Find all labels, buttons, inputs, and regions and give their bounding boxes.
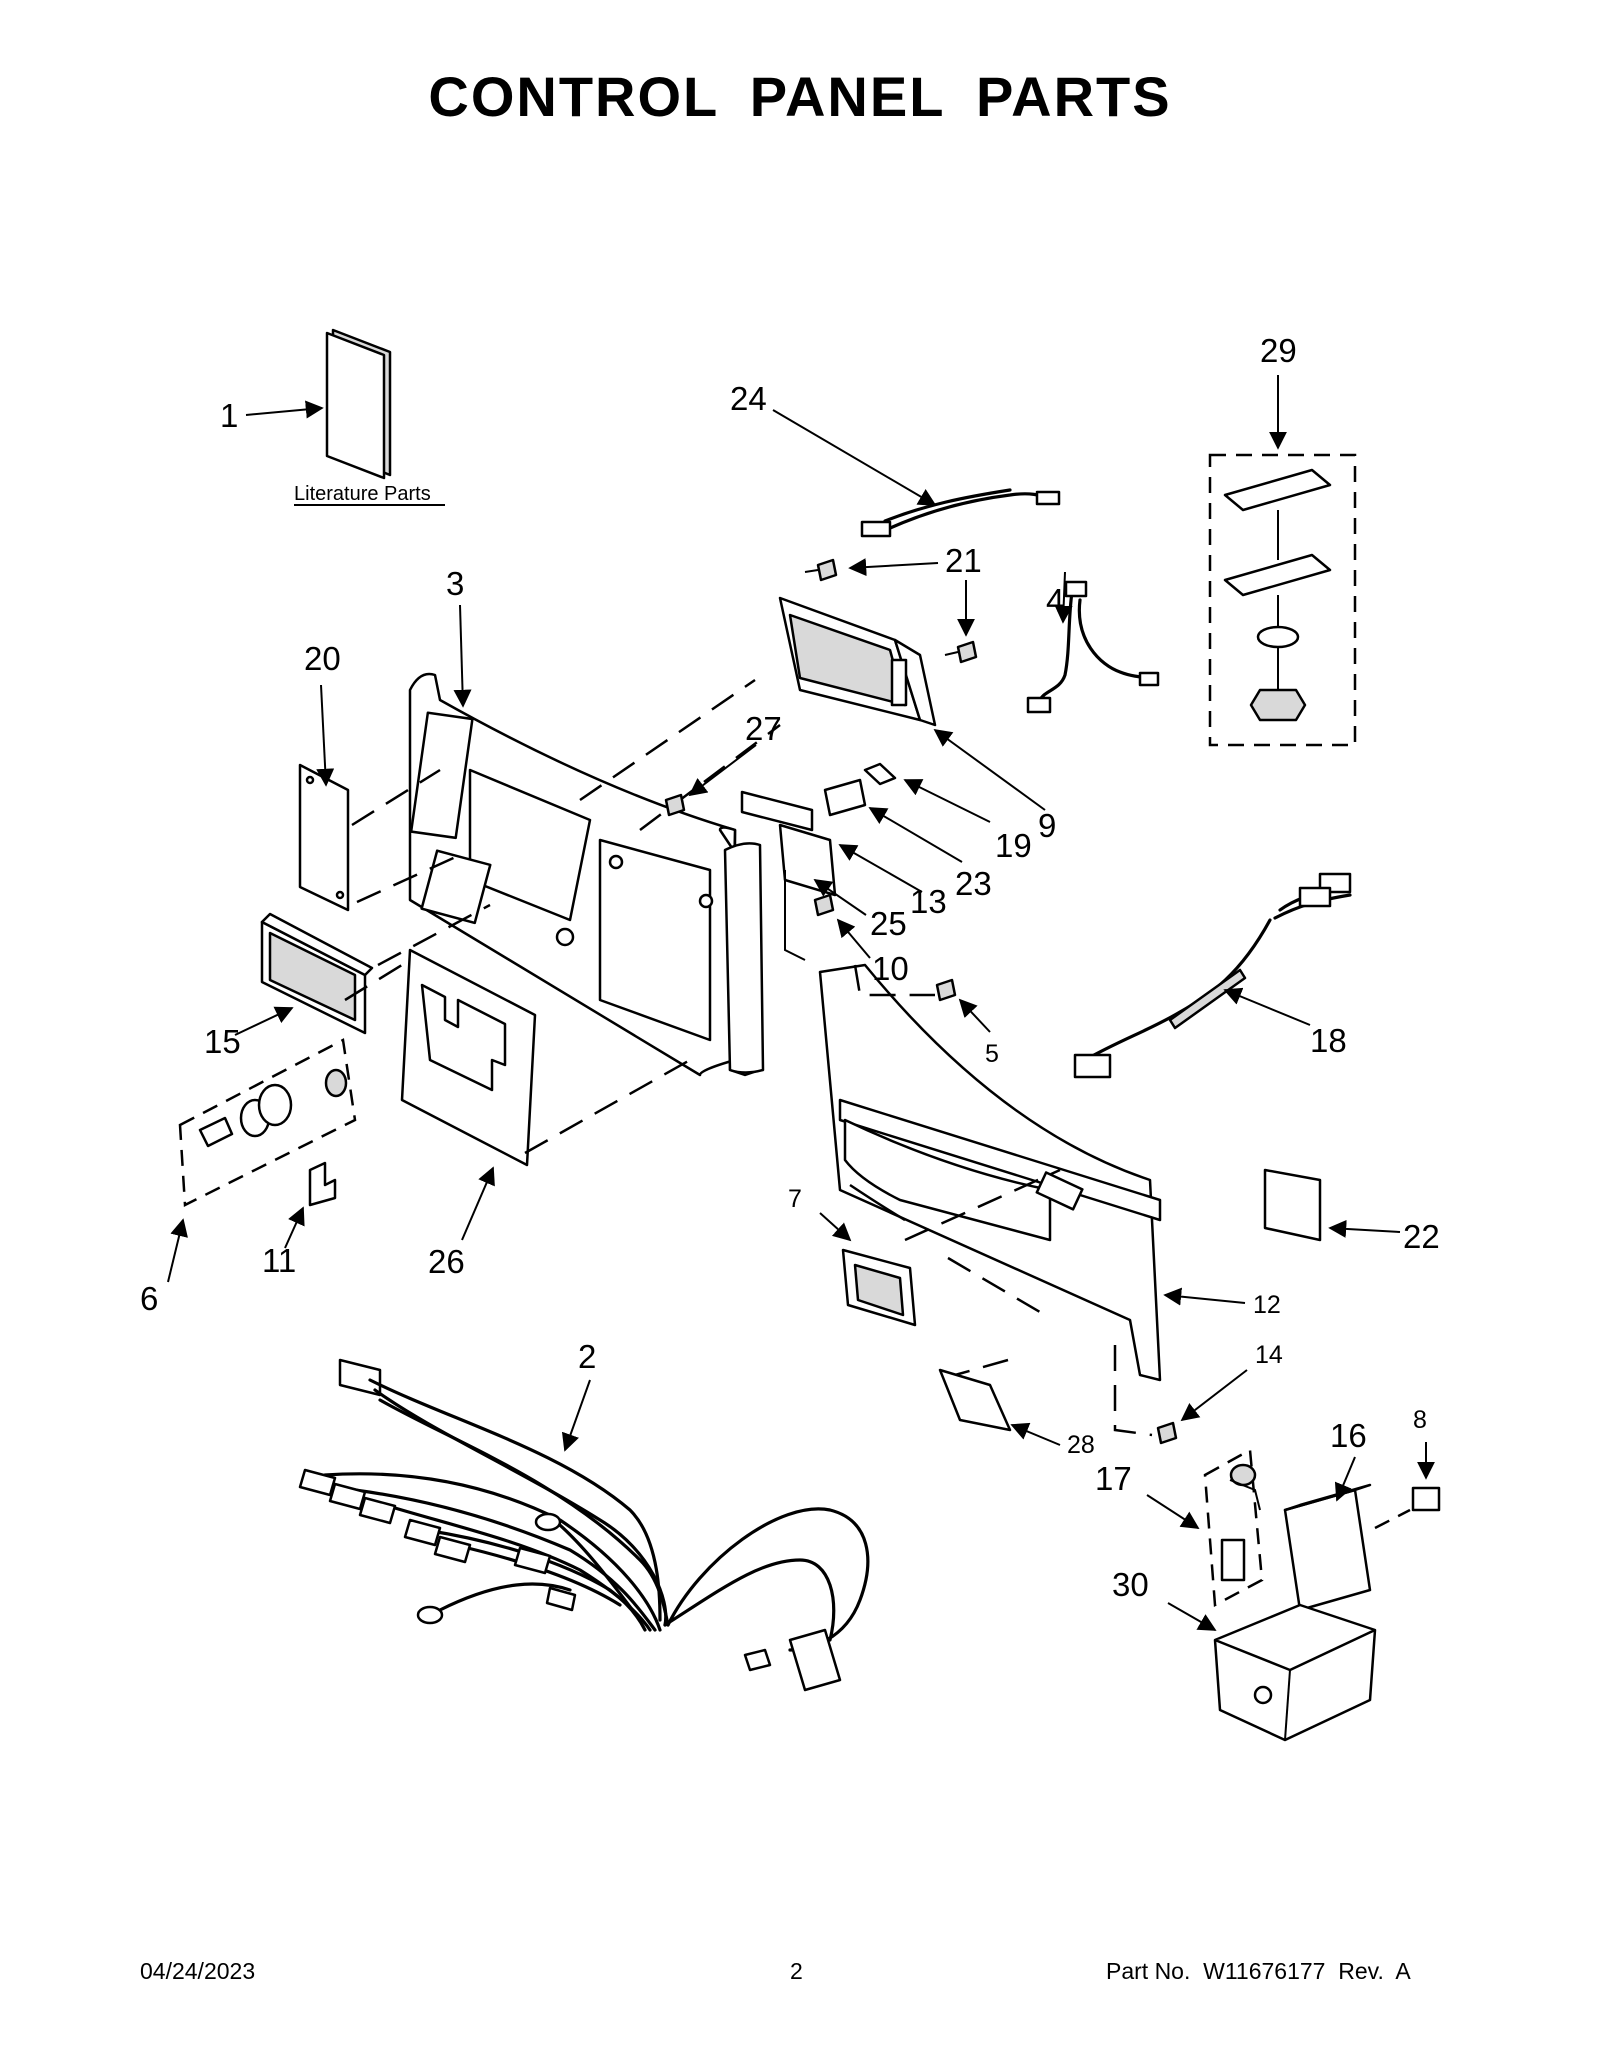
control-box-16[interactable] — [1283, 1456, 1411, 1612]
sensor-harness[interactable] — [1073, 872, 1352, 1079]
callout-18[interactable]: 18 — [1310, 1022, 1347, 1059]
knob-kit[interactable] — [1208, 375, 1357, 747]
callout-26[interactable]: 26 — [428, 1243, 465, 1280]
callout-29[interactable]: 29 — [1260, 332, 1297, 369]
callout-28[interactable]: 28 — [1067, 1431, 1095, 1459]
literature-booklet[interactable]: Literature Parts — [245, 328, 445, 506]
callout-6[interactable]: 6 — [140, 1280, 158, 1317]
callout-16[interactable]: 16 — [1330, 1417, 1367, 1454]
callout-5[interactable]: 5 — [985, 1040, 999, 1068]
callout-30[interactable]: 30 — [1112, 1566, 1149, 1603]
callout-17[interactable]: 17 — [1095, 1460, 1132, 1497]
callout-14[interactable]: 14 — [1255, 1341, 1283, 1369]
callout-21[interactable]: 21 — [945, 542, 982, 579]
callout-15[interactable]: 15 — [204, 1023, 241, 1060]
callout-24[interactable]: 24 — [730, 380, 767, 417]
footer-date: 04/24/2023 — [140, 1958, 256, 1984]
console-panel[interactable] — [408, 604, 765, 1077]
callout-1[interactable]: 1 — [220, 397, 238, 434]
board-screws[interactable] — [804, 558, 978, 664]
footer-page-number: 2 — [790, 1958, 803, 1984]
rear-control-bracket[interactable] — [818, 963, 1246, 1382]
user-interface-board[interactable] — [298, 684, 350, 912]
callout-7[interactable]: 7 — [788, 1185, 802, 1213]
callout-11[interactable]: 11 — [262, 1242, 296, 1279]
page-title: CONTROL PANEL PARTS — [428, 65, 1172, 128]
callout-13[interactable]: 13 — [910, 883, 947, 920]
door-switch-kit[interactable] — [167, 1038, 357, 1283]
access-cover[interactable] — [1263, 1168, 1401, 1242]
terminal-block-kit[interactable] — [1146, 1447, 1264, 1608]
callout-4[interactable]: 4 — [1046, 582, 1064, 619]
jumper-harness[interactable] — [1026, 571, 1160, 714]
callout-8[interactable]: 8 — [1413, 1406, 1427, 1434]
callout-2[interactable]: 2 — [578, 1338, 596, 1375]
display-housing[interactable] — [234, 912, 374, 1036]
main-control-board[interactable] — [778, 596, 1046, 811]
callout-20[interactable]: 20 — [304, 640, 341, 677]
literature-parts-label[interactable]: Literature Parts — [294, 483, 431, 505]
callout-22[interactable]: 22 — [1403, 1218, 1440, 1255]
screw-14[interactable] — [1156, 1369, 1248, 1445]
callout-19[interactable]: 19 — [995, 827, 1032, 864]
bracket-28[interactable] — [938, 1368, 1061, 1446]
main-wire-harness[interactable] — [298, 1358, 870, 1692]
callout-12[interactable]: 12 — [1253, 1291, 1281, 1319]
panel-gasket[interactable] — [400, 948, 537, 1241]
footer-part-number: Part No. W11676177 Rev. A — [1106, 1958, 1411, 1984]
callout-9[interactable]: 9 — [1038, 807, 1056, 844]
mounting-bracket-7[interactable] — [819, 1212, 917, 1327]
bracket-assembly[interactable] — [664, 744, 991, 961]
callout-27[interactable]: 27 — [745, 710, 782, 747]
callout-10[interactable]: 10 — [872, 950, 909, 987]
electrical-box-30[interactable] — [1167, 1602, 1377, 1742]
panel-screw-5[interactable] — [935, 978, 991, 1033]
callout-25[interactable]: 25 — [870, 905, 907, 942]
callout-3[interactable]: 3 — [446, 565, 464, 602]
display-harness[interactable] — [772, 409, 1061, 538]
plug-8[interactable] — [1411, 1442, 1441, 1512]
callout-23[interactable]: 23 — [955, 865, 992, 902]
